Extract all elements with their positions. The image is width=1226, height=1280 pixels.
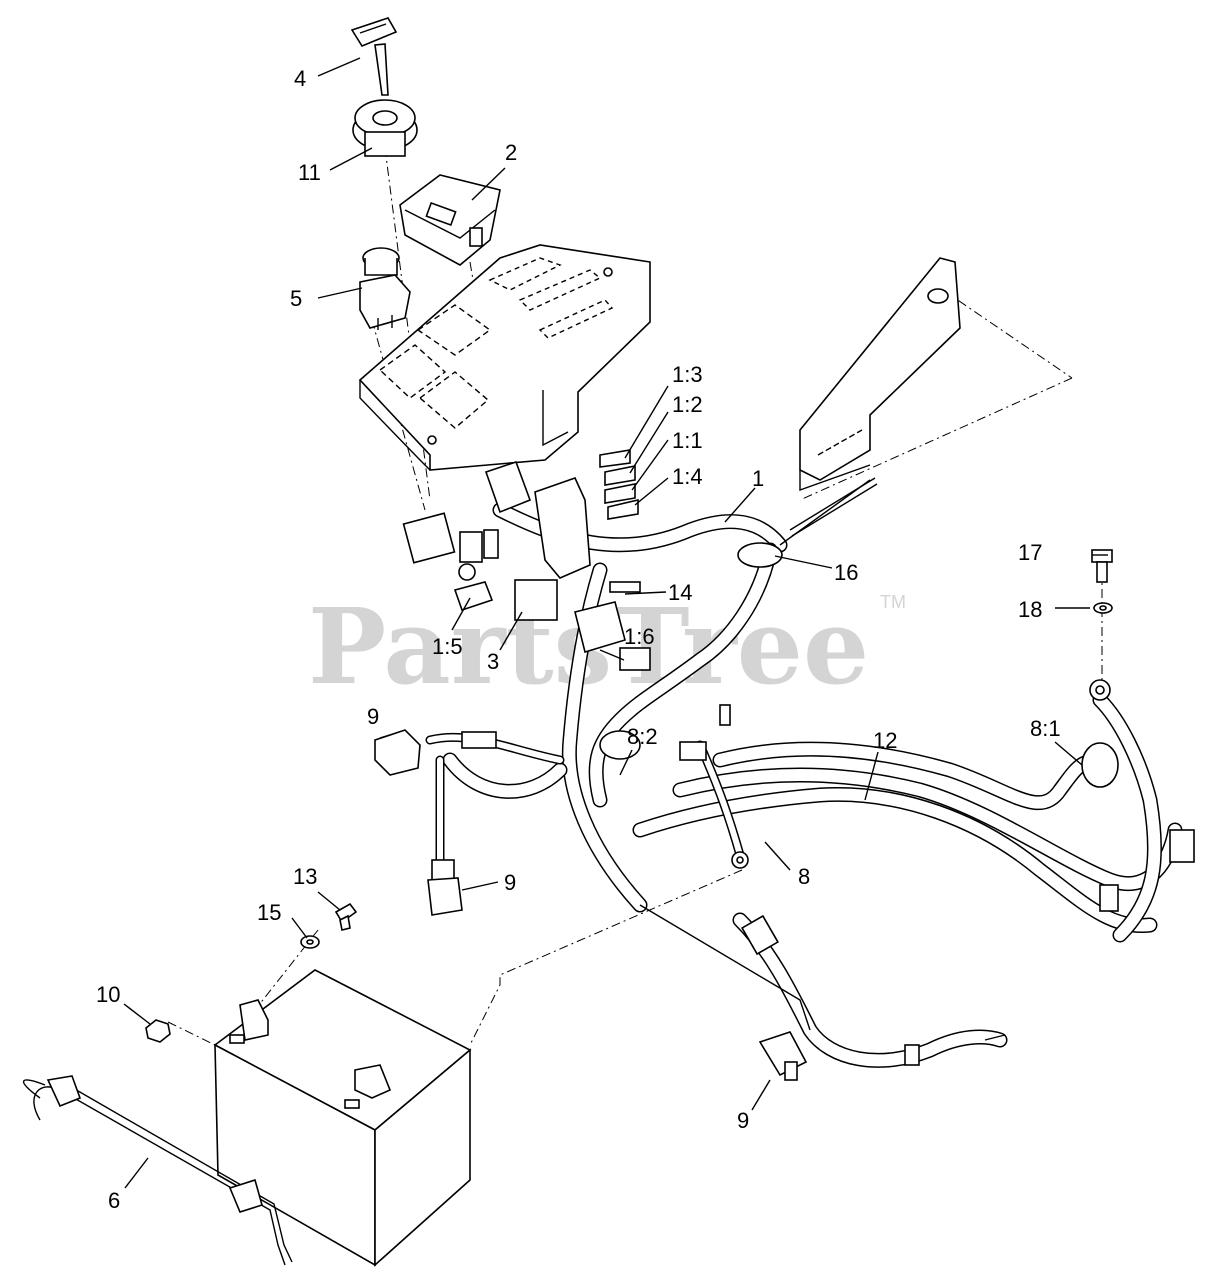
bolt-washer-17-18 xyxy=(1091,549,1113,614)
hour-meter xyxy=(399,174,501,266)
callout-15: 15 xyxy=(257,900,281,925)
callout-11: 11 xyxy=(298,160,321,185)
callout-1-6: 1:6 xyxy=(624,624,655,649)
callout-6: 6 xyxy=(108,1188,120,1213)
harness-connectors xyxy=(402,449,651,671)
callout-1: 1 xyxy=(752,466,764,491)
bolt-washer-13-15 xyxy=(300,902,358,949)
pto-switch xyxy=(359,247,411,330)
callout-9-a: 9 xyxy=(367,704,379,729)
callout-13: 13 xyxy=(293,864,317,889)
ignition-key xyxy=(350,17,398,96)
callout-17: 17 xyxy=(1018,540,1042,565)
callout-10: 10 xyxy=(96,982,120,1007)
callout-2: 2 xyxy=(505,140,517,165)
callout-1-1: 1:1 xyxy=(672,428,703,453)
mounting-bracket xyxy=(358,244,651,471)
watermark-trademark: TM xyxy=(880,592,906,612)
frame-bracket xyxy=(789,257,961,537)
leader-lines xyxy=(123,57,1108,1189)
callout-1-4: 1:4 xyxy=(672,464,703,489)
callout-4: 4 xyxy=(294,66,306,91)
callout-8-1: 8:1 xyxy=(1030,716,1061,741)
callout-16: 16 xyxy=(834,560,858,585)
switch-connectors xyxy=(374,729,808,1081)
battery-hold-down xyxy=(22,1075,293,1266)
callout-9-b: 9 xyxy=(504,870,516,895)
callout-1-3: 1:3 xyxy=(672,362,703,387)
battery xyxy=(213,969,472,1267)
callout-1-5: 1:5 xyxy=(432,634,463,659)
ignition-switch xyxy=(352,99,418,157)
callout-labels: 4 11 2 5 1:3 1:2 1:1 1:4 1 16 14 1:5 3 1… xyxy=(96,66,1061,1213)
callout-5: 5 xyxy=(290,286,302,311)
callout-18: 18 xyxy=(1018,597,1042,622)
callout-8-2: 8:2 xyxy=(627,724,658,749)
callout-14: 14 xyxy=(668,580,692,605)
nut xyxy=(145,1019,171,1043)
wiring-harness xyxy=(425,479,1195,1068)
callout-8: 8 xyxy=(798,864,810,889)
callout-1-2: 1:2 xyxy=(672,392,703,417)
callout-3: 3 xyxy=(487,649,499,674)
callout-9-c: 9 xyxy=(737,1108,749,1133)
callout-12: 12 xyxy=(873,728,897,753)
